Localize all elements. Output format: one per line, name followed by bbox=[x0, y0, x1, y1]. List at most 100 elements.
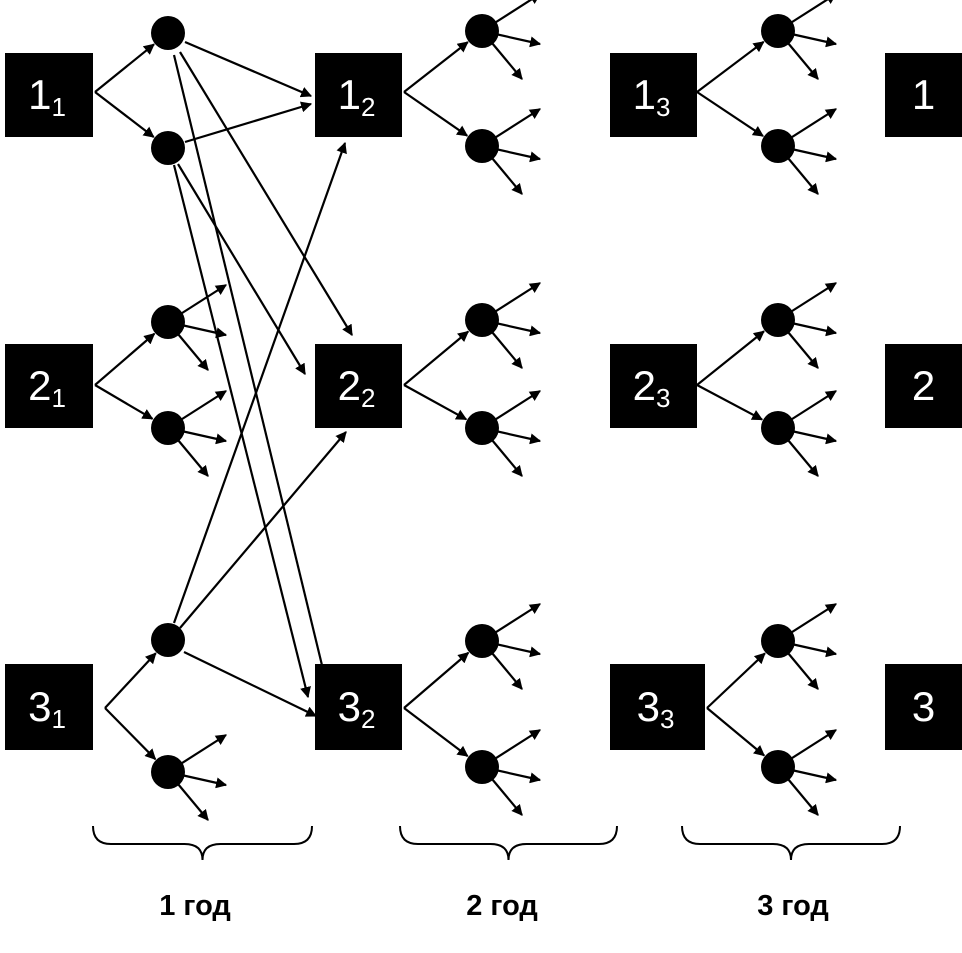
decision-points bbox=[151, 14, 795, 789]
state-number: 3 bbox=[637, 683, 660, 730]
decision-circle-d1 bbox=[465, 14, 499, 48]
state-number: 1 bbox=[338, 71, 361, 118]
branch-arrow-h1 bbox=[696, 40, 765, 93]
decision-circle-a1 bbox=[151, 16, 185, 50]
state-number: 1 bbox=[912, 71, 935, 118]
branch-arrow-a2 bbox=[94, 91, 155, 138]
state-number: 2 bbox=[338, 362, 361, 409]
branch-arrow-h2 bbox=[696, 91, 764, 137]
branch-arrow-e1 bbox=[403, 330, 470, 386]
branch-arrow-d1 bbox=[403, 41, 469, 93]
state-number: 2 bbox=[912, 362, 935, 409]
year-brace-3 bbox=[681, 825, 901, 861]
branch-arrow-e2 bbox=[403, 384, 468, 421]
decision-circle-c1 bbox=[151, 623, 185, 657]
state-box-n23 bbox=[610, 344, 697, 428]
state-box-n12 bbox=[315, 53, 402, 137]
year-brace-1 bbox=[92, 825, 313, 861]
state-number: 1 bbox=[28, 71, 51, 118]
branch-arrow-c1 bbox=[104, 652, 157, 709]
transition-a2-to-n32 bbox=[172, 164, 311, 699]
state-label-n11: 11 bbox=[28, 71, 66, 122]
year-label-1: 1 год bbox=[159, 890, 231, 922]
decision-circle-d2 bbox=[465, 129, 499, 163]
decision-circle-c2 bbox=[151, 755, 185, 789]
transition-c1-to-n12 bbox=[172, 141, 347, 624]
branch-arrow-a1 bbox=[94, 43, 155, 93]
branch-arrow-g1 bbox=[403, 651, 470, 709]
state-number: 3 bbox=[28, 683, 51, 730]
decision-circle-g1 bbox=[465, 624, 499, 658]
state-label-n33: 33 bbox=[637, 683, 675, 734]
transition-a1-to-n32 bbox=[172, 54, 332, 692]
state-label-f3: 3 bbox=[912, 683, 935, 730]
state-label-f2: 2 bbox=[912, 362, 935, 409]
branch-arrow-c2 bbox=[104, 707, 157, 760]
branch-arrow-b1 bbox=[94, 332, 156, 386]
state-year-subscript: 1 bbox=[51, 383, 65, 413]
year-label-3: 3 год bbox=[757, 890, 829, 922]
decision-circle-e2 bbox=[465, 411, 499, 445]
state-label-n23: 23 bbox=[633, 362, 671, 413]
state-year-subscript: 2 bbox=[361, 92, 375, 122]
decision-circle-h1 bbox=[761, 14, 795, 48]
state-box-n32 bbox=[315, 664, 402, 750]
state-year-subscript: 2 bbox=[361, 704, 375, 734]
state-year-subscript: 3 bbox=[656, 383, 670, 413]
state-box-n21 bbox=[5, 344, 93, 428]
branch-arrow-i2 bbox=[696, 384, 764, 421]
state-number: 2 bbox=[28, 362, 51, 409]
branch-arrow-b2 bbox=[94, 384, 154, 420]
year-label-2: 2 год bbox=[466, 890, 538, 922]
state-label-n13: 13 bbox=[633, 71, 671, 122]
transition-c1-to-n32 bbox=[183, 651, 317, 717]
state-year-subscript: 1 bbox=[51, 92, 65, 122]
state-number: 2 bbox=[633, 362, 656, 409]
decision-circle-b1 bbox=[151, 305, 185, 339]
decision-circle-g2 bbox=[465, 750, 499, 784]
branch-arrow-j2 bbox=[706, 707, 766, 757]
transition-c1-to-n22 bbox=[179, 431, 347, 629]
decision-circle-e1 bbox=[465, 303, 499, 337]
decision-circle-i1 bbox=[761, 303, 795, 337]
decision-circle-j1 bbox=[761, 624, 795, 658]
state-box-f1 bbox=[885, 53, 962, 137]
transition-a1-to-n12 bbox=[184, 40, 313, 98]
transition-arrows bbox=[94, 0, 838, 821]
year-braces bbox=[92, 825, 901, 861]
state-year-subscript: 3 bbox=[660, 704, 674, 734]
state-box-n13 bbox=[610, 53, 697, 137]
state-number: 3 bbox=[338, 683, 361, 730]
state-box-n22 bbox=[315, 344, 402, 428]
state-year-subscript: 2 bbox=[361, 383, 375, 413]
decision-circle-h2 bbox=[761, 129, 795, 163]
branch-arrow-g2 bbox=[403, 707, 469, 758]
state-label-n32: 32 bbox=[338, 683, 376, 734]
state-label-n31: 31 bbox=[28, 683, 66, 734]
state-box-f2 bbox=[885, 344, 962, 428]
state-label-n12: 12 bbox=[338, 71, 376, 122]
state-box-n11 bbox=[5, 53, 93, 137]
state-label-f1: 1 bbox=[912, 71, 935, 118]
state-box-n31 bbox=[5, 664, 93, 750]
branch-arrow-d2 bbox=[403, 91, 469, 137]
state-label-n22: 22 bbox=[338, 362, 376, 413]
year-labels: 1 год 2 год 3 год bbox=[159, 890, 829, 922]
state-label-n21: 21 bbox=[28, 362, 66, 413]
transition-a2-to-n22 bbox=[177, 163, 306, 375]
state-year-subscript: 1 bbox=[51, 704, 65, 734]
decision-circle-i2 bbox=[761, 411, 795, 445]
state-box-f3 bbox=[885, 664, 962, 750]
branch-arrow-i1 bbox=[696, 330, 765, 386]
state-box-n33 bbox=[610, 664, 705, 750]
transition-a2-to-n12 bbox=[184, 101, 313, 144]
state-number: 1 bbox=[633, 71, 656, 118]
year-brace-2 bbox=[399, 825, 618, 861]
state-number: 3 bbox=[912, 683, 935, 730]
decision-circle-a2 bbox=[151, 131, 185, 165]
transition-a1-to-n22 bbox=[179, 51, 353, 336]
branch-arrow-j1 bbox=[706, 652, 766, 709]
decision-circle-b2 bbox=[151, 411, 185, 445]
